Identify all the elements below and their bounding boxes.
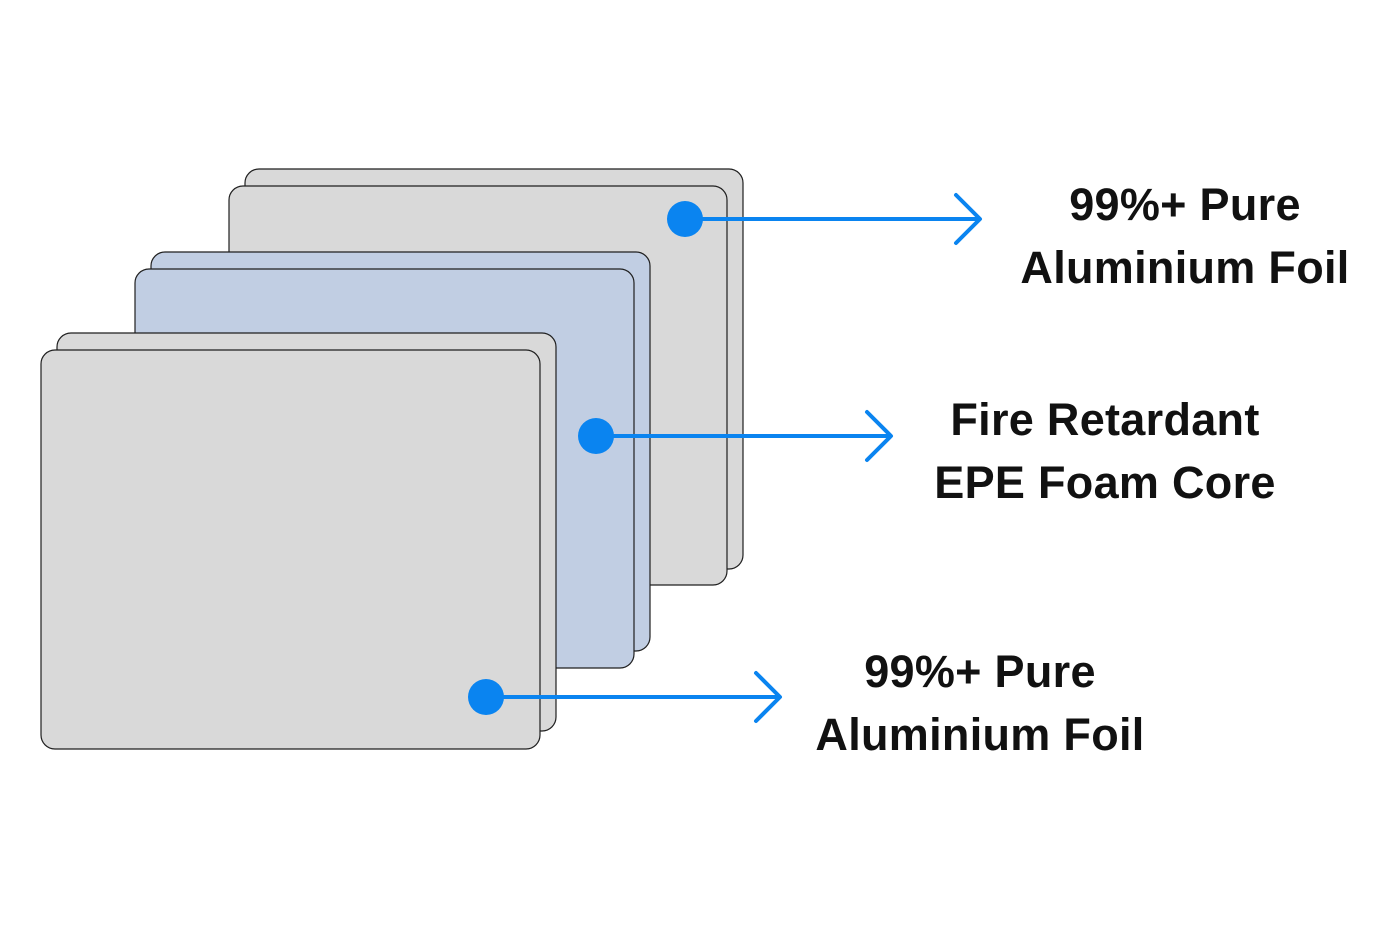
foam-core-label-line2: EPE Foam Core xyxy=(934,457,1276,508)
top-foil-label-line2: Aluminium Foil xyxy=(1020,242,1350,293)
bottom-foil-connector xyxy=(468,671,782,723)
bottom-foil-sheet xyxy=(40,332,557,750)
bottom-foil-label-line2: Aluminium Foil xyxy=(815,709,1145,760)
bottom-foil-sheet-face xyxy=(40,349,541,750)
bottom-arrowhead-icon xyxy=(754,671,782,723)
bottom-connector-dot xyxy=(468,679,504,715)
bottom-foil-label: 99%+ Pure Aluminium Foil xyxy=(800,640,1160,766)
core-connector-dot xyxy=(578,418,614,454)
top-arrowhead-icon xyxy=(954,193,982,245)
foam-core-label-line1: Fire Retardant xyxy=(950,394,1260,445)
top-foil-connector xyxy=(667,193,982,245)
core-arrowhead-icon xyxy=(865,410,893,462)
top-foil-label: 99%+ Pure Aluminium Foil xyxy=(1005,173,1365,299)
bottom-foil-label-line1: 99%+ Pure xyxy=(864,646,1096,697)
top-connector-dot xyxy=(667,201,703,237)
top-foil-label-line1: 99%+ Pure xyxy=(1069,179,1301,230)
core-connector xyxy=(578,410,893,462)
foam-core-label: Fire Retardant EPE Foam Core xyxy=(915,388,1295,514)
